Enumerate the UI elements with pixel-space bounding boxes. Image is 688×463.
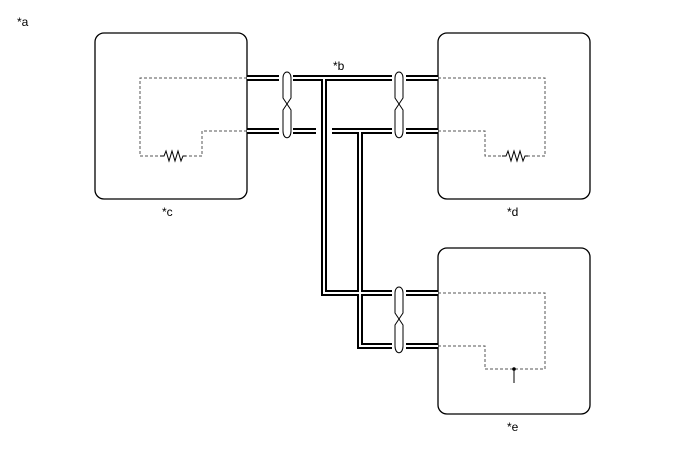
- resistor-icon: [160, 149, 186, 163]
- label-c: *c: [162, 205, 173, 219]
- label-a: *a: [17, 15, 29, 29]
- component-e-circuit: [438, 292, 546, 383]
- component-e-box: [437, 247, 591, 415]
- twisted-pair-symbol-3: [392, 285, 406, 355]
- component-c-box: [94, 32, 248, 200]
- component-c-circuit: [139, 77, 247, 163]
- resistor-icon: [502, 149, 528, 163]
- label-d: *d: [507, 205, 518, 219]
- communication-bus: [247, 75, 438, 349]
- label-e: *e: [507, 420, 519, 434]
- twisted-pair-symbol-1: [279, 70, 293, 140]
- label-b: *b: [333, 59, 345, 73]
- component-d-box: [437, 32, 591, 200]
- twisted-pair-symbol-2: [392, 70, 406, 140]
- component-d-circuit: [438, 77, 546, 163]
